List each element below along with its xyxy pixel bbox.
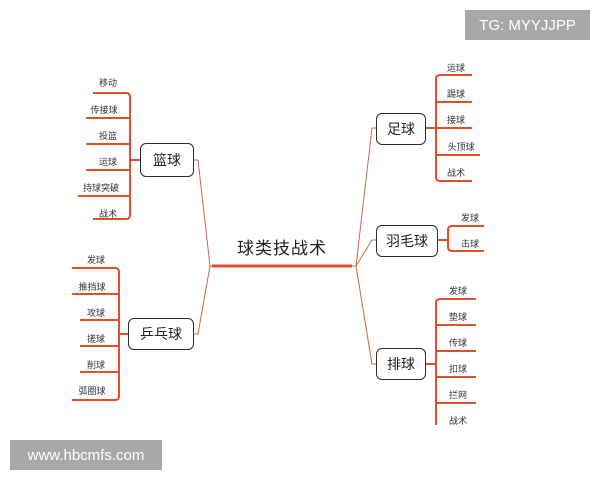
leaf-badminton-1: 发球 [460,214,480,224]
branch-pingpong[interactable]: 乒乓球 [128,318,194,350]
leaf-basketball-3: 投篮 [98,132,118,142]
leaf-basketball-5: 持球突破 [82,184,120,194]
central-topic: 球类技战术 [237,239,327,259]
leaf-volleyball-4: 扣球 [448,365,468,375]
leaf-basketball-4: 运球 [98,158,118,168]
leaf-pingpong-1: 发球 [86,256,106,266]
leaf-volleyball-5: 拦网 [448,391,468,401]
leaf-football-5: 战术 [446,169,466,179]
leaf-pingpong-5: 削球 [86,361,106,371]
branch-badminton[interactable]: 羽毛球 [376,225,438,257]
watermark-website: www.hbcmfs.com [10,440,162,470]
leaf-football-3: 接球 [446,116,466,126]
branch-volleyball[interactable]: 排球 [376,348,426,380]
branch-football[interactable]: 足球 [376,113,426,145]
leaf-volleyball-1: 发球 [448,287,468,297]
leaf-volleyball-3: 传球 [448,339,468,349]
leaf-pingpong-3: 攻球 [86,309,106,319]
leaf-pingpong-6: 弧圈球 [78,387,106,397]
leaf-pingpong-4: 搓球 [86,335,106,345]
leaf-basketball-1: 移动 [98,79,118,89]
leaf-volleyball-6: 战术 [448,417,468,427]
watermark-telegram: TG: MYYJJPP [465,10,590,40]
leaf-basketball-6: 战术 [98,210,118,220]
branch-basketball[interactable]: 篮球 [140,143,194,177]
leaf-basketball-2: 传接球 [90,106,118,116]
leaf-volleyball-2: 垫球 [448,313,468,323]
leaf-pingpong-2: 推挡球 [78,283,106,293]
leaf-badminton-2: 击球 [460,240,480,250]
leaf-football-2: 踢球 [446,90,466,100]
leaf-football-4: 头顶球 [447,143,475,153]
leaf-football-1: 运球 [446,64,466,74]
